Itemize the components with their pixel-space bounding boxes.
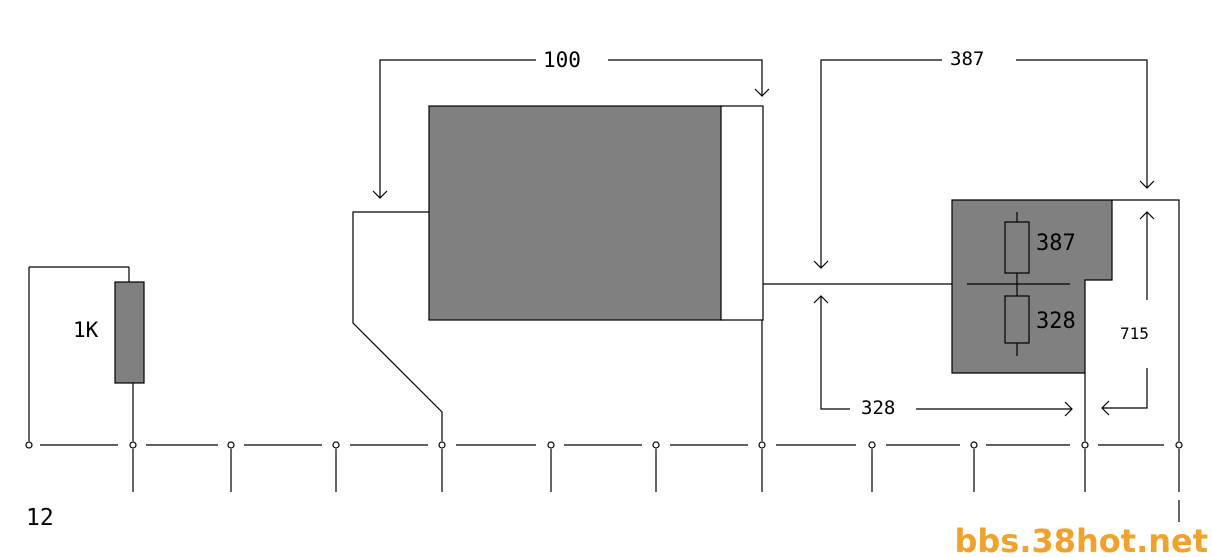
watermark-text: bbs.38hot.net: [954, 522, 1208, 557]
main-component: [352, 105, 952, 441]
dimension-100: [372, 59, 770, 199]
terminal-pin: [1175, 441, 1183, 449]
terminal-pin: [227, 441, 235, 449]
resistor-1k: [114, 281, 145, 384]
dimension-387: [813, 59, 1155, 269]
inner-resistor-387: [1004, 221, 1030, 274]
main-component-body: [428, 105, 724, 321]
dimension-715: [1101, 211, 1155, 416]
terminal-pin: [1081, 441, 1089, 449]
dimension-715-label: 715: [1120, 324, 1149, 343]
right-component: [951, 199, 1180, 441]
inner-387-label: 387: [1036, 231, 1076, 256]
inner-328-label: 328: [1036, 309, 1076, 334]
dimension-100-label: 100: [543, 48, 581, 72]
resistor-1k-circuit: [28, 266, 145, 441]
terminal-pin: [970, 441, 978, 449]
dimension-328-label: 328: [861, 397, 895, 419]
inner-resistor-328: [1004, 295, 1030, 344]
terminal-pin: [758, 441, 766, 449]
terminal-pin: [438, 441, 446, 449]
terminal-pin: [868, 441, 876, 449]
main-component-tab: [720, 105, 764, 321]
terminal-pin: [332, 441, 340, 449]
resistor-1k-label: 1K: [73, 318, 99, 342]
terminal-strip: [25, 441, 1183, 522]
terminal-pin: [652, 441, 660, 449]
left-number-label: 12: [26, 505, 54, 531]
dimension-328: [813, 295, 1073, 417]
terminal-pin: [129, 441, 137, 449]
right-component-body: [951, 199, 1113, 374]
dimension-387-label: 387: [950, 48, 984, 70]
terminal-pin: [547, 441, 555, 449]
terminal-pin: [25, 441, 33, 449]
